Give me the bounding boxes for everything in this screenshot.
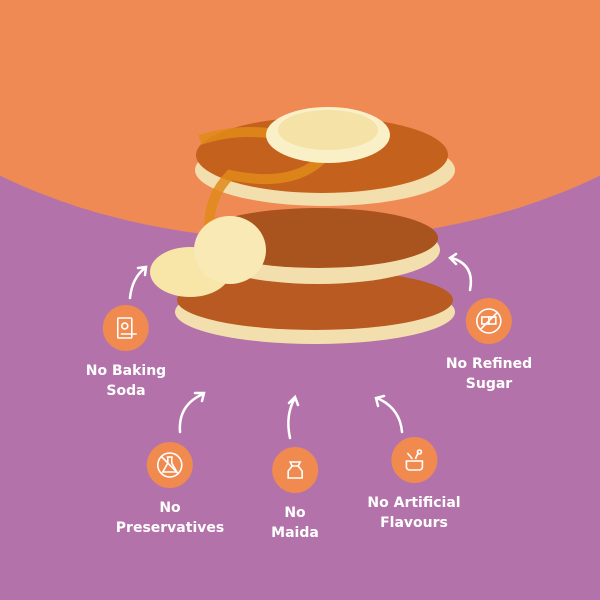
feature-label: No Artificial — [367, 495, 461, 511]
no-chemical-flask-icon — [146, 442, 193, 488]
feature-label: No — [284, 505, 306, 521]
pancake-stack-image — [150, 107, 455, 344]
feature-label: No Refined — [445, 356, 533, 372]
arrow — [448, 252, 473, 292]
feature-label: No Baking — [85, 363, 167, 379]
feature-label: Sugar — [465, 376, 513, 392]
feature-label: No — [159, 500, 181, 516]
arrows — [128, 252, 473, 440]
feature-label: Maida — [271, 525, 319, 541]
feature-label: Preservatives — [115, 520, 225, 536]
arrow — [374, 394, 404, 434]
arrow — [287, 394, 300, 440]
flavour-pot-icon — [390, 437, 437, 483]
arrow — [128, 265, 148, 300]
arrow — [178, 391, 206, 434]
feature-label: Soda — [106, 383, 146, 399]
baking-soda-icon — [103, 305, 149, 351]
feature-label: Flavours — [380, 515, 448, 531]
no-sugar-cubes-icon — [465, 298, 512, 344]
flour-sack-icon — [272, 447, 318, 493]
